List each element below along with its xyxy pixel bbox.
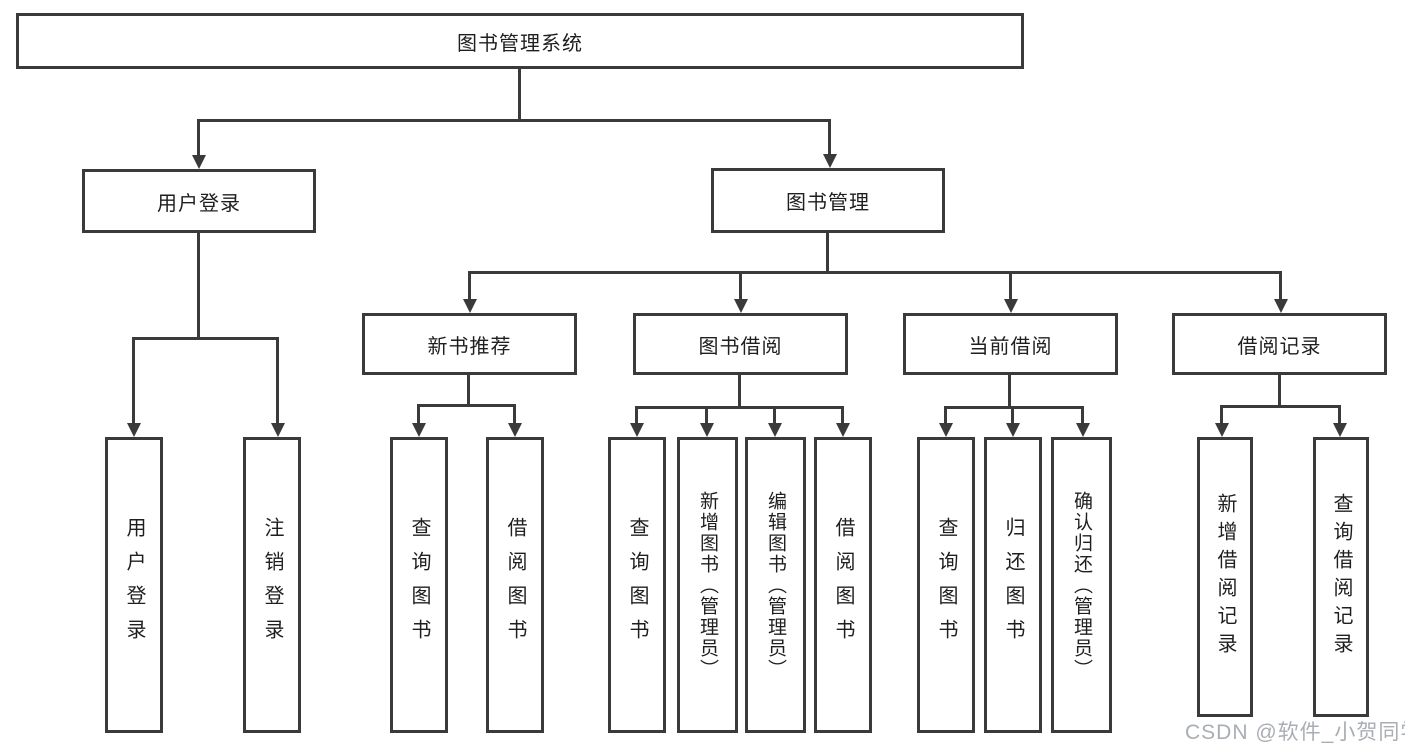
connector-drop xyxy=(944,406,947,423)
connector-drop xyxy=(1220,405,1223,423)
node-label: 确认归还（管理员） xyxy=(1071,490,1092,680)
node-borrow-records: 借阅记录 xyxy=(1172,313,1387,375)
connector-drop xyxy=(1081,406,1084,423)
leaf-edit-book-admin: 编辑图书（管理员） xyxy=(745,437,806,733)
connector-drop xyxy=(468,271,471,299)
leaf-query-borrow-record: 查询借阅记录 xyxy=(1313,437,1369,717)
leaf-borrow-books-recommend: 借阅图书 xyxy=(486,437,544,733)
connector-level3-rail xyxy=(468,271,1281,274)
arrowhead-icon xyxy=(1274,299,1288,313)
arrowhead-icon xyxy=(768,423,782,437)
connector-userlogin-rail xyxy=(132,337,279,340)
connector-drop xyxy=(705,406,708,423)
connector-drop xyxy=(417,404,420,423)
connector-bookmgmt-trunk xyxy=(826,233,829,272)
connector-drop xyxy=(513,404,516,423)
node-current-borrowing: 当前借阅 xyxy=(903,313,1118,375)
connector-drop xyxy=(1011,406,1014,423)
node-label: 图书管理系统 xyxy=(457,32,583,55)
node-label: 当前借阅 xyxy=(968,335,1053,358)
csdn-watermark: CSDN @软件_小贺同学 xyxy=(1185,721,1405,744)
node-label: 查询借阅记录 xyxy=(1330,493,1352,661)
arrowhead-icon xyxy=(463,299,477,313)
leaf-add-borrow-record: 新增借阅记录 xyxy=(1197,437,1253,717)
connector-rail xyxy=(635,406,844,409)
arrowhead-icon xyxy=(1333,423,1347,437)
connector-rail xyxy=(944,406,1084,409)
node-label: 查询图书 xyxy=(408,517,430,653)
node-label: 注销登录 xyxy=(261,517,283,653)
node-label: 新增借阅记录 xyxy=(1214,493,1236,661)
connector-drop xyxy=(773,406,776,423)
node-label: 用户登录 xyxy=(157,192,241,215)
node-label: 用户登录 xyxy=(123,517,145,653)
connector-level2-rail xyxy=(197,119,831,122)
node-user-login: 用户登录 xyxy=(82,169,316,233)
node-label: 借阅图书 xyxy=(504,517,526,653)
node-label: 归还图书 xyxy=(1002,517,1024,653)
arrowhead-icon xyxy=(836,423,850,437)
node-label: 新增图书（管理员） xyxy=(697,490,718,680)
leaf-add-book-admin: 新增图书（管理员） xyxy=(677,437,738,733)
node-label: 新书推荐 xyxy=(427,335,512,358)
connector-trunk xyxy=(738,375,741,408)
leaf-confirm-return-admin: 确认归还（管理员） xyxy=(1051,437,1112,733)
arrowhead-icon xyxy=(127,423,141,437)
node-new-book-recommend: 新书推荐 xyxy=(362,313,577,375)
arrowhead-icon xyxy=(630,423,644,437)
connector-userlogin-trunk xyxy=(197,233,200,337)
connector-drop xyxy=(276,337,279,423)
arrowhead-icon xyxy=(1076,423,1090,437)
connector-drop xyxy=(132,337,135,423)
connector-drop xyxy=(841,406,844,423)
node-book-management: 图书管理 xyxy=(711,168,945,233)
connector-drop xyxy=(635,406,638,423)
leaf-query-books-recommend: 查询图书 xyxy=(390,437,448,733)
node-label: 借阅图书 xyxy=(832,517,854,653)
node-label: 借阅记录 xyxy=(1237,335,1322,358)
node-label: 查询图书 xyxy=(626,517,648,653)
arrowhead-icon xyxy=(700,423,714,437)
leaf-query-books-borrowing: 查询图书 xyxy=(608,437,666,733)
arrowhead-icon xyxy=(271,423,285,437)
connector-rail xyxy=(1220,405,1341,408)
node-label: 编辑图书（管理员） xyxy=(765,490,786,680)
arrowhead-icon xyxy=(939,423,953,437)
node-label: 图书管理 xyxy=(786,192,870,214)
leaf-query-books-current: 查询图书 xyxy=(917,437,975,733)
leaf-logout: 注销登录 xyxy=(243,437,301,733)
connector-drop xyxy=(1009,271,1012,299)
connector-drop xyxy=(1338,405,1341,423)
connector-drop xyxy=(828,119,831,155)
arrowhead-icon xyxy=(1006,423,1020,437)
connector-drop xyxy=(1279,271,1282,299)
arrowhead-icon xyxy=(1215,423,1229,437)
arrowhead-icon xyxy=(823,154,837,168)
arrowhead-icon xyxy=(734,299,748,313)
leaf-return-books: 归还图书 xyxy=(984,437,1042,733)
connector-trunk xyxy=(1008,375,1011,408)
node-book-borrowing: 图书借阅 xyxy=(633,313,848,375)
node-root-library-system: 图书管理系统 xyxy=(16,13,1024,69)
leaf-borrow-books: 借阅图书 xyxy=(814,437,872,733)
node-label: 查询图书 xyxy=(935,517,957,653)
connector-root-trunk xyxy=(518,69,521,120)
arrowhead-icon xyxy=(192,155,206,169)
connector-trunk xyxy=(1278,375,1281,407)
leaf-user-login: 用户登录 xyxy=(105,437,163,733)
arrowhead-icon xyxy=(1004,299,1018,313)
node-label: 图书借阅 xyxy=(698,335,783,358)
connector-trunk xyxy=(467,375,470,406)
connector-drop xyxy=(739,271,742,299)
arrowhead-icon xyxy=(508,423,522,437)
connector-rail xyxy=(417,404,516,407)
arrowhead-icon xyxy=(412,423,426,437)
connector-drop xyxy=(197,119,200,156)
